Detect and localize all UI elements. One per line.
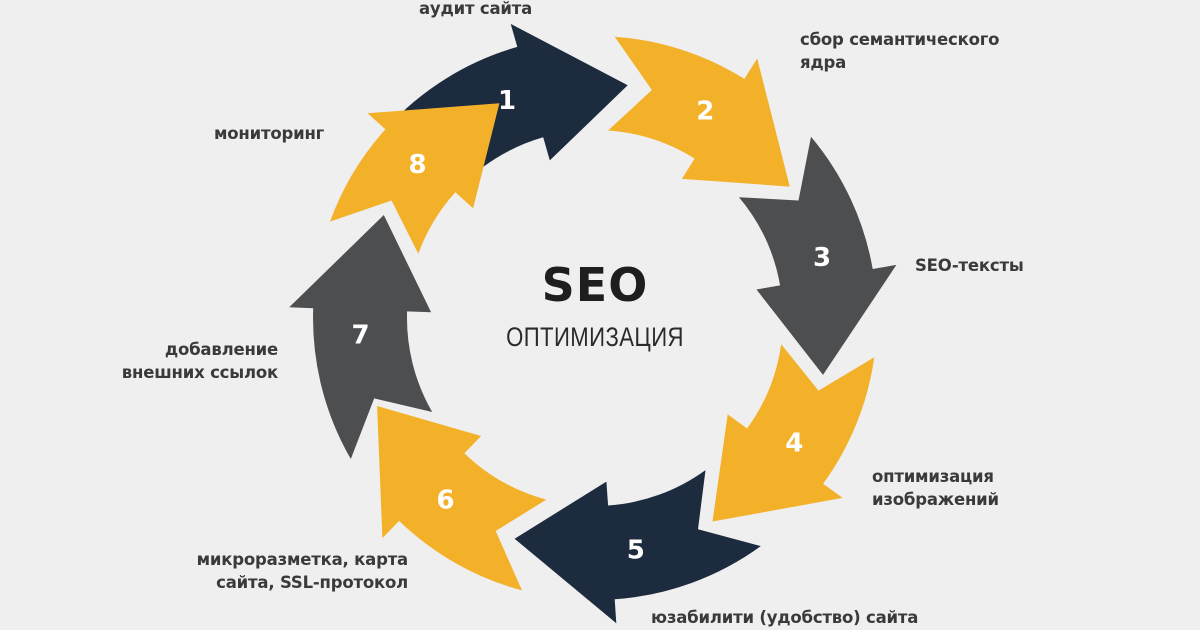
step-5-number: 5 [627,535,645,565]
step-7-number: 7 [352,320,370,350]
step-6-arrow [377,406,547,591]
step-6-label: микроразметка, карта сайта, SSL-протокол [196,550,409,592]
step-3-number: 3 [813,243,831,273]
step-3-label: SEO-тексты [915,256,1024,275]
cycle-arrows: 1 2 3 4 5 6 7 8 [289,23,897,624]
step-5-label: юзабилити (удобство) сайта [651,608,919,627]
step-2-number: 2 [696,97,714,127]
step-5-arrow [514,470,761,624]
step-6-number: 6 [436,485,454,515]
step-2-arrow [608,36,790,187]
center-subtitle: ОПТИМИЗАЦИЯ [506,322,684,352]
step-2-label: сбор семантического ядра [800,30,1000,72]
step-1-number: 1 [498,86,516,116]
step-8-label: мониторинг [214,124,325,143]
step-8-number: 8 [409,150,427,180]
center-title: SEO [541,258,649,312]
step-4-number: 4 [785,429,803,459]
step-7-arrow [289,215,433,459]
step-8-arrow [330,103,500,254]
step-4-arrow [712,344,875,522]
step-1-arrow [385,23,628,193]
step-7-label: добавление внешних ссылок [121,340,278,382]
step-3-arrow [739,136,897,375]
step-4-label: оптимизация изображений [872,467,999,509]
step-1-label: аудит сайта [419,0,533,18]
